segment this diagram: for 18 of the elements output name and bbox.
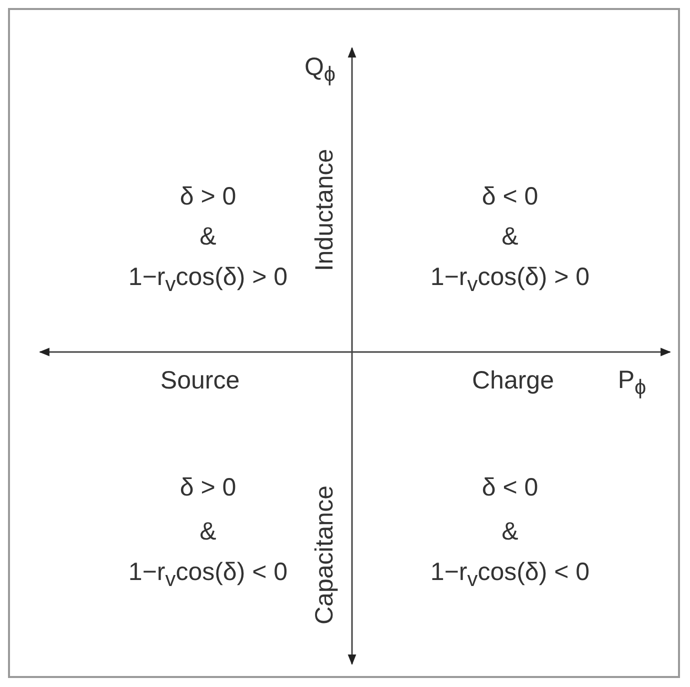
condition-text: & — [502, 222, 518, 252]
quadrant-label: Capacitance — [310, 486, 340, 624]
quadrant-label: Source — [160, 366, 240, 396]
condition-text: 1−r$_{v}$cos(δ) < 0 — [128, 558, 288, 592]
quadrant-label: Charge — [472, 366, 554, 396]
quadrant-label: Inductance — [310, 148, 340, 272]
condition-text: & — [200, 518, 216, 546]
axis-label: P$_{ϕ}$ — [618, 366, 646, 400]
condition-text: & — [502, 518, 518, 546]
condition-text: & — [200, 222, 216, 252]
condition-text: 1−r$_{v}$cos(δ) > 0 — [128, 263, 288, 297]
condition-text: δ < 0 — [482, 182, 538, 212]
condition-text: δ > 0 — [180, 474, 236, 502]
condition-text: 1−r$_{v}$cos(δ) < 0 — [430, 558, 590, 592]
axis-label: Q$_{ϕ}$ — [304, 53, 336, 87]
condition-text: δ > 0 — [180, 182, 236, 212]
condition-text: 1−r$_{v}$cos(δ) > 0 — [430, 263, 590, 297]
condition-text: δ < 0 — [482, 474, 538, 502]
